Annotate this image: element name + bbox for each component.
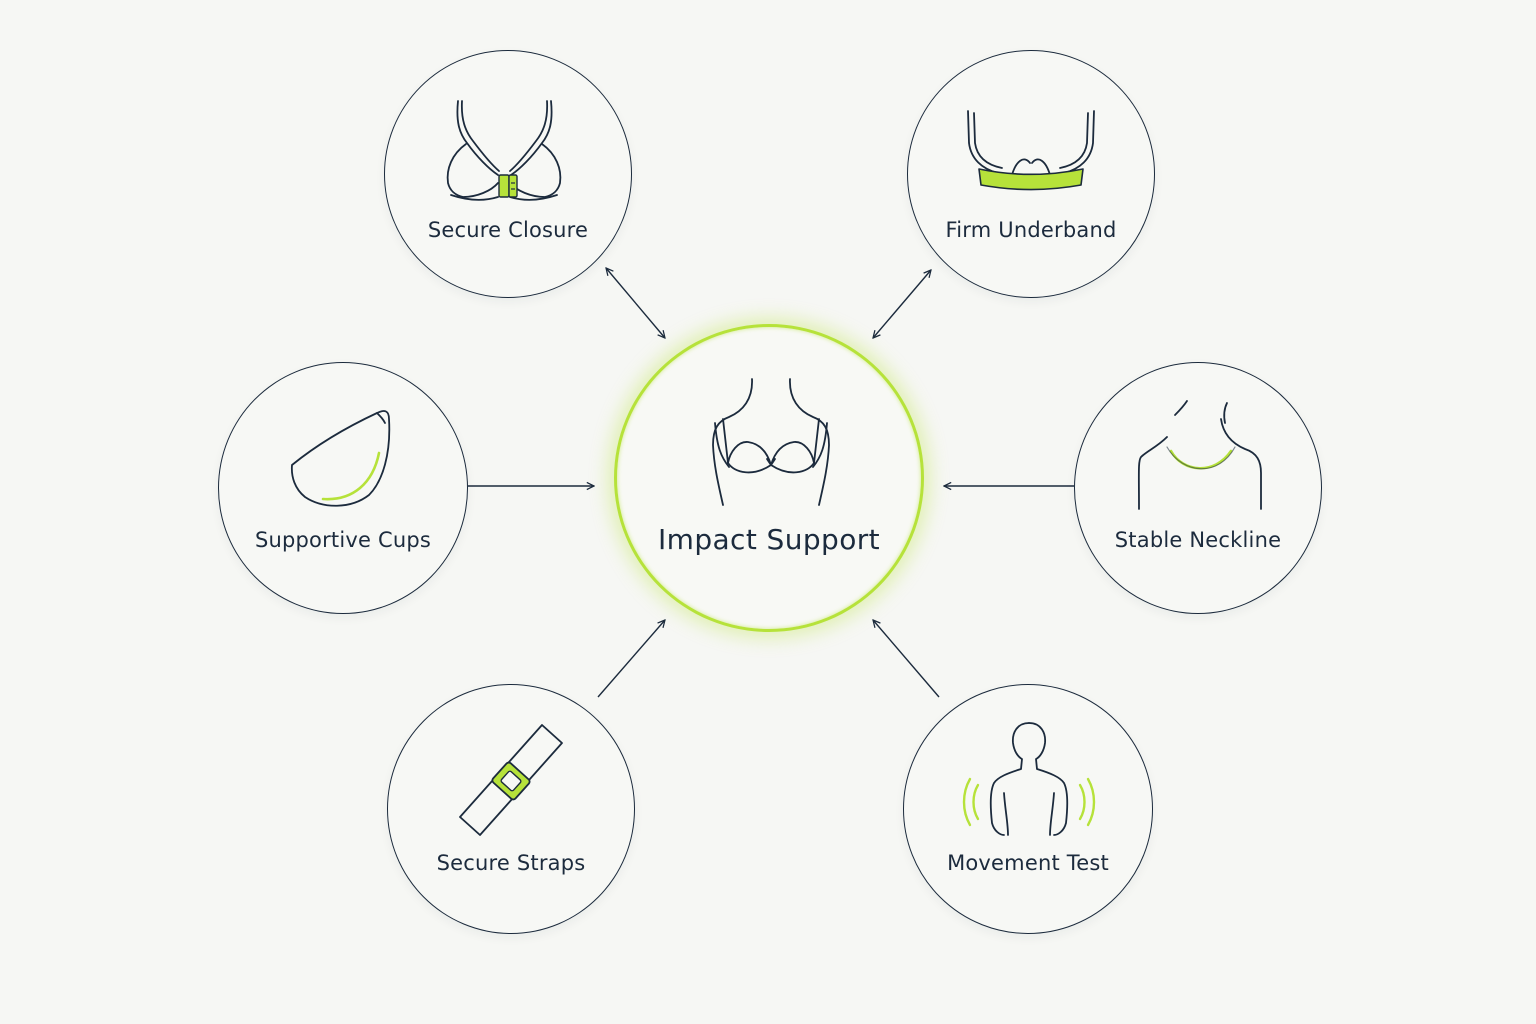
secure-closure-label: Secure Closure <box>427 218 589 242</box>
node-secure-closure: Secure Closure <box>384 50 632 298</box>
arrow-movement-test <box>873 620 940 698</box>
supportive-cups-label: Supportive Cups <box>254 528 432 552</box>
arrow-secure-straps <box>597 620 665 698</box>
node-secure-straps: Secure Straps <box>387 684 635 934</box>
neckline-icon <box>1137 400 1262 510</box>
node-movement-test: Movement Test <box>903 684 1153 934</box>
firm-underband-label: Firm Underband <box>945 218 1117 242</box>
strap-buckle-icon <box>459 724 563 836</box>
cup-icon <box>290 410 391 507</box>
hub-label: Impact Support <box>657 523 881 556</box>
arrow-secure-closure <box>606 268 665 338</box>
stable-neckline-label: Stable Neckline <box>1114 528 1282 552</box>
secure-straps-label: Secure Straps <box>436 851 586 875</box>
movement-test-label: Movement Test <box>947 851 1109 875</box>
underband-icon <box>967 110 1095 191</box>
person-motion-icon <box>962 722 1096 836</box>
hub-node: Impact Support <box>614 324 924 632</box>
node-supportive-cups: Supportive Cups <box>218 362 468 614</box>
node-firm-underband: Firm Underband <box>907 50 1155 298</box>
node-stable-neckline: Stable Neckline <box>1074 362 1322 614</box>
torso-bra-icon <box>712 378 830 506</box>
arrow-firm-underband <box>873 270 931 338</box>
bra-clasp-icon <box>446 100 562 201</box>
